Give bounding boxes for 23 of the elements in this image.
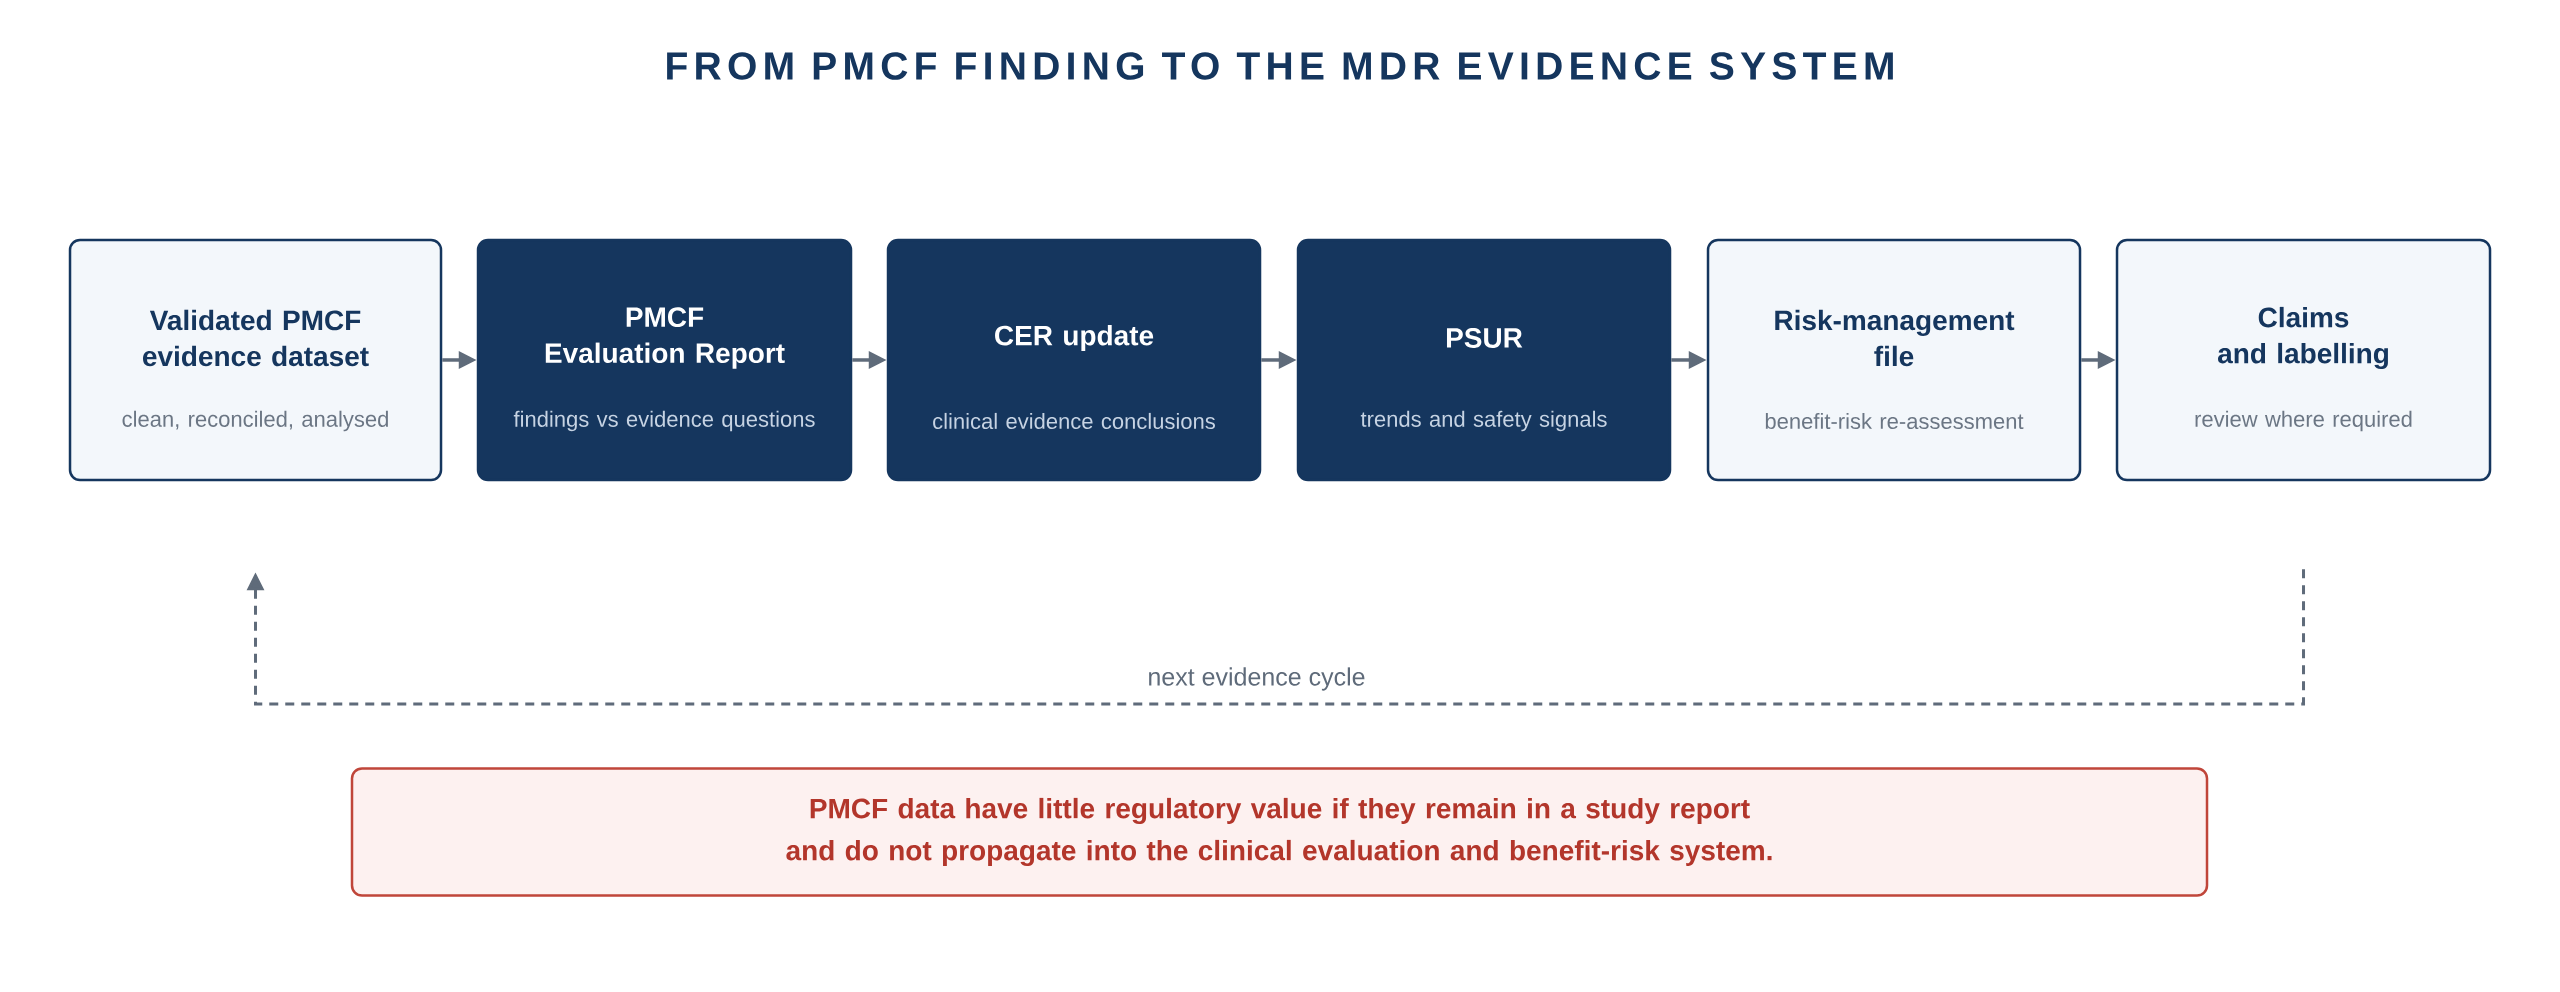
step-title: Risk-management file: [1775, 309, 2015, 367]
step-description: review where required: [2195, 410, 2412, 432]
step-title: Claims and labelling: [2218, 306, 2388, 370]
step-title: CER update: [995, 324, 1154, 352]
step-title: PMCF Evaluation Report: [545, 307, 785, 369]
step-description: benefit-risk re-assessment: [1765, 412, 2024, 430]
process-box: [2115, 238, 2492, 482]
note-box: [350, 767, 2209, 897]
step-description: trends and safety signals: [1360, 410, 1607, 432]
process-box: [1296, 238, 1672, 482]
step-description: findings vs evidence questions: [513, 410, 815, 432]
process-box: [1706, 238, 2082, 482]
step-description: clean, reconciled, analysed: [122, 410, 388, 432]
title: FROM PMCF FINDING TO THE MDR EVIDENCE SYSTEM: [667, 52, 1893, 80]
process-box: [476, 238, 853, 482]
edge-label: next evidence cycle: [1145, 665, 1368, 693]
step-title: Validated PMCF evidence dataset: [143, 309, 369, 367]
process-box: [886, 238, 1262, 482]
process-box: [68, 238, 443, 482]
step-title: PSUR: [1447, 328, 1523, 348]
arrow: [246, 569, 2305, 706]
step-description: clinical evidence conclusions: [933, 412, 1215, 430]
note-text: PMCF data have little regulatory value if they remain in a study report and do not propagate into the clinical evaluation and benefit-risk system.: [786, 797, 1772, 867]
